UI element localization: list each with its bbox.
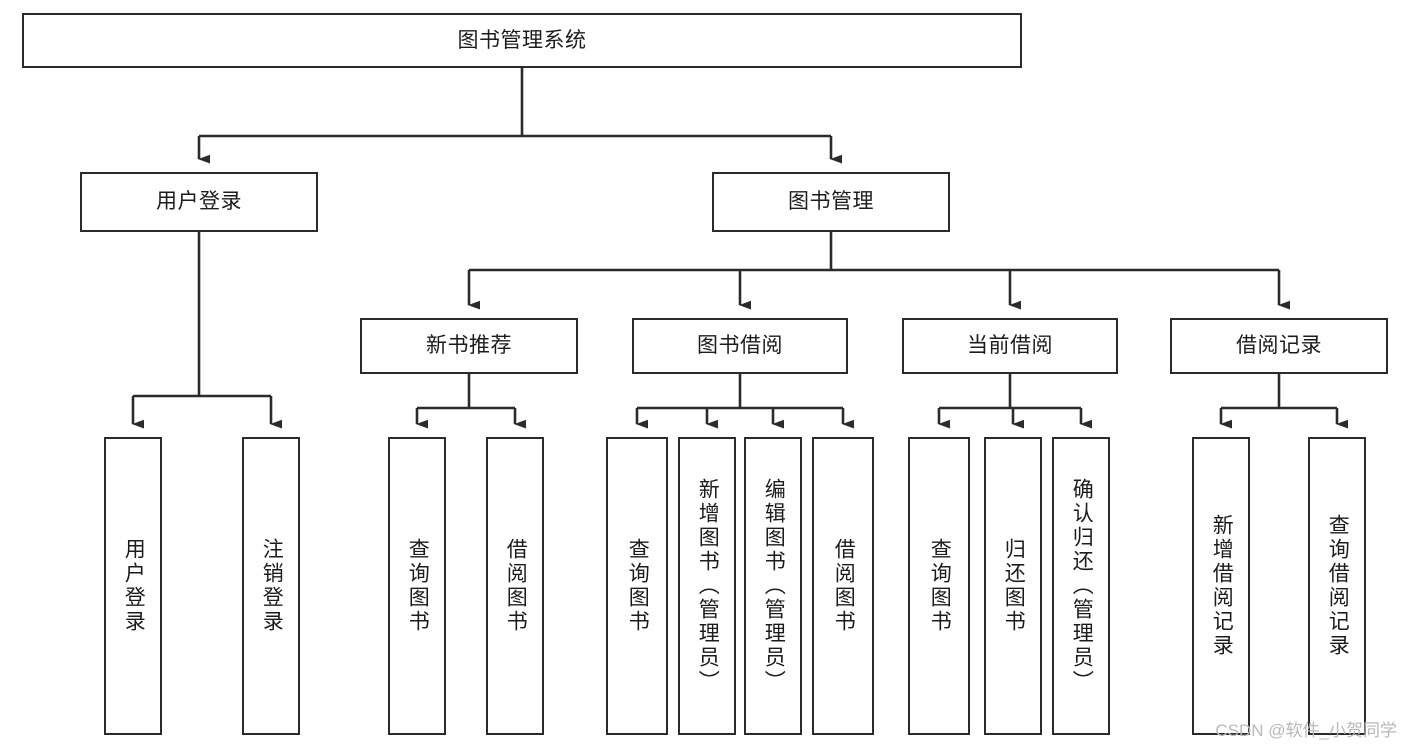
leaf-query-borrow-record[interactable]: 查询借阅记录 [1308,437,1366,735]
leaf-query-book-rec[interactable]: 查询图书 [388,437,446,735]
node-root-system[interactable]: 图书管理系统 [22,13,1022,68]
node-borrow-record[interactable]: 借阅记录 [1170,318,1388,374]
leaf-query-book-current[interactable]: 查询图书 [908,437,970,735]
leaf-query-book-borrow-label: 查询图书 [626,538,650,634]
leaf-user-login-label: 用户登录 [122,538,146,634]
leaf-query-book-borrow[interactable]: 查询图书 [606,437,668,735]
leaf-add-borrow-record[interactable]: 新增借阅记录 [1192,437,1250,735]
node-new-book-recommend-label: 新书推荐 [426,334,512,358]
leaf-borrow-book[interactable]: 借阅图书 [812,437,874,735]
leaf-borrow-book-rec[interactable]: 借阅图书 [486,437,544,735]
leaf-query-borrow-record-label: 查询借阅记录 [1326,514,1350,658]
connector-group [131,68,1348,429]
node-current-borrow[interactable]: 当前借阅 [902,318,1118,374]
leaf-borrow-book-label: 借阅图书 [832,538,856,634]
leaf-return-book[interactable]: 归还图书 [984,437,1042,735]
leaf-logout-label: 注销登录 [260,538,284,634]
leaf-query-book-rec-label: 查询图书 [406,538,430,634]
leaf-add-book-admin[interactable]: 新增图书（管理员） [678,437,736,735]
leaf-return-book-label: 归还图书 [1002,538,1026,634]
leaf-add-book-admin-label: 新增图书（管理员） [696,478,720,694]
node-user-login-label: 用户登录 [156,190,242,214]
node-user-login[interactable]: 用户登录 [80,172,318,232]
node-book-borrow-label: 图书借阅 [697,334,783,358]
leaf-borrow-book-rec-label: 借阅图书 [504,538,528,634]
node-book-management-label: 图书管理 [788,190,874,214]
node-book-borrow[interactable]: 图书借阅 [632,318,848,374]
node-new-book-recommend[interactable]: 新书推荐 [360,318,578,374]
leaf-edit-book-admin[interactable]: 编辑图书（管理员） [744,437,802,735]
leaf-add-borrow-record-label: 新增借阅记录 [1210,514,1234,658]
leaf-user-login[interactable]: 用户登录 [104,437,162,735]
leaf-logout[interactable]: 注销登录 [242,437,300,735]
node-current-borrow-label: 当前借阅 [967,334,1053,358]
leaf-confirm-return-admin[interactable]: 确认归还（管理员） [1052,437,1110,735]
leaf-confirm-return-admin-label: 确认归还（管理员） [1070,478,1094,694]
leaf-edit-book-admin-label: 编辑图书（管理员） [762,478,786,694]
node-book-management[interactable]: 图书管理 [712,172,950,232]
node-borrow-record-label: 借阅记录 [1236,334,1322,358]
leaf-query-book-current-label: 查询图书 [928,538,952,634]
node-root-system-label: 图书管理系统 [457,28,587,52]
